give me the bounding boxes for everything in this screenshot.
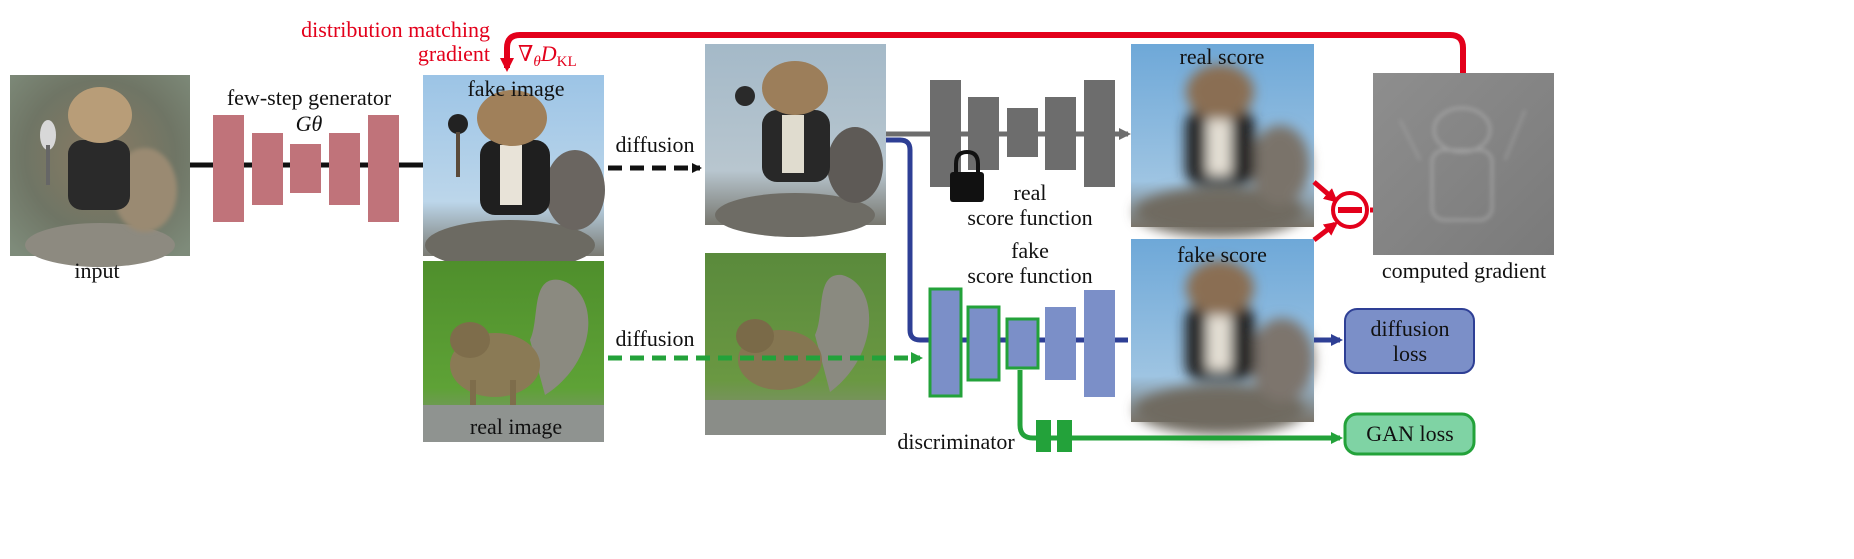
- dm-label-2: gradient: [418, 41, 490, 66]
- generator-network: [213, 115, 399, 222]
- generator-symbol: Gθ: [296, 111, 323, 136]
- fake-score-image: [1131, 239, 1314, 435]
- fake-image-label: fake image: [467, 76, 564, 101]
- real-score-to-minus-arrow: [1312, 180, 1339, 203]
- dm-formula: ∇θDKL: [518, 41, 577, 70]
- generator-label: few-step generator: [227, 85, 392, 110]
- real-score-image: [1131, 44, 1314, 237]
- fake-score-function-label-1: fake: [1011, 238, 1049, 263]
- fake-score-label: fake score: [1177, 242, 1267, 267]
- real-score-function-label-2: score function: [967, 205, 1092, 230]
- fake-score-network: [928, 287, 1115, 398]
- diffusion-loss-label-1: diffusion: [1370, 316, 1449, 341]
- diffusion-loss-box: [1344, 308, 1475, 374]
- diffusion-label-bottom: diffusion: [615, 326, 694, 351]
- real-score-function-label-1: real: [1014, 180, 1047, 205]
- real-image-label: real image: [470, 414, 562, 439]
- fake-image: [423, 75, 605, 270]
- minus-circle-icon: [1331, 191, 1369, 229]
- noisy-fake-image: [705, 44, 886, 237]
- noisy-real-image: [705, 253, 886, 435]
- input-label: input: [74, 258, 119, 283]
- real-image: [423, 261, 604, 442]
- lock-icon: [950, 149, 984, 202]
- diffusion-loss-label-2: loss: [1393, 341, 1427, 366]
- gan-loss-label: GAN loss: [1366, 421, 1453, 446]
- input-image: [10, 75, 190, 267]
- fake-score-function-label-2: score function: [967, 263, 1092, 288]
- gan-loss-box: [1343, 412, 1476, 456]
- fake-score-to-minus-arrow: [1312, 221, 1339, 242]
- discriminator-label: discriminator: [897, 429, 1015, 454]
- gan-loss-arrow: [1017, 370, 1343, 444]
- dm-label-1: distribution matching: [301, 17, 490, 42]
- computed-gradient-label: computed gradient: [1382, 258, 1546, 283]
- distribution-matching-arrow: [500, 32, 1466, 73]
- real-score-label: real score: [1180, 44, 1265, 69]
- fake-score-path: [886, 137, 1128, 343]
- discriminator-head: [1036, 420, 1072, 452]
- diffusion-label-top: diffusion: [615, 132, 694, 157]
- computed-gradient-image: [1373, 73, 1554, 255]
